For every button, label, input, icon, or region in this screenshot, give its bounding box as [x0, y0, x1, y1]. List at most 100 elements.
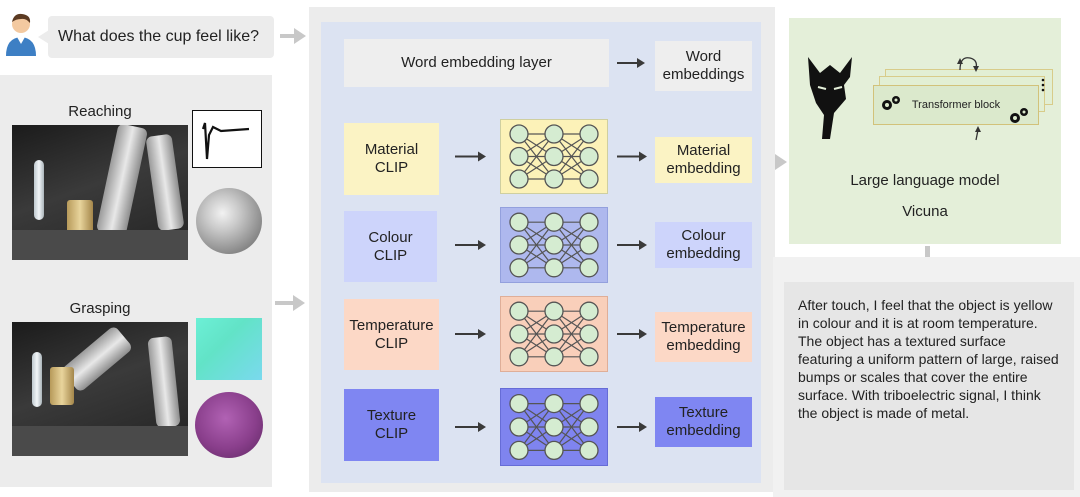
temperature-net-node — [509, 324, 529, 344]
arrow-texture-net-to-embedding-head — [639, 422, 647, 432]
transformer-block-label: Transformer block — [911, 99, 1001, 111]
texture-clip-line-2: CLIP — [374, 425, 409, 442]
material-clip-line-2: CLIP — [374, 159, 409, 176]
arrow-texture-clip-to-net-head — [478, 422, 486, 432]
arrow-temperature-clip-to-net-head — [478, 329, 486, 339]
stack-dots — [1041, 78, 1045, 92]
texture-net-node — [544, 440, 564, 461]
word-embeddings-line-1: Word — [685, 48, 722, 65]
material-clip-label: Material CLIP — [365, 141, 418, 177]
arrow-material-clip-to-net-head — [478, 151, 486, 162]
signal-trace — [201, 122, 250, 160]
colour-net-node — [579, 235, 599, 255]
texture-net-node — [544, 393, 564, 414]
colour-net-node — [544, 235, 564, 255]
texture-net-node — [544, 417, 564, 437]
material-embedding-label: Material embedding — [666, 142, 740, 178]
material-net-node — [509, 124, 529, 144]
temperature-net-node — [579, 301, 599, 321]
transformer-decorations — [882, 57, 1045, 141]
texture-embedding-box: Texture embedding — [655, 397, 752, 447]
temperature-clip-box: Temperature CLIP — [344, 299, 439, 370]
colour-net-node — [579, 258, 599, 278]
arrow-colour-clip-to-net-head — [478, 240, 486, 250]
material-net-node — [544, 146, 564, 167]
temperature-net-node — [544, 301, 564, 321]
question-bubble: What does the cup feel like? — [48, 16, 274, 58]
temperature-embedding-line-1: Temperature — [661, 319, 746, 336]
gear-icon-left — [882, 96, 900, 110]
colour-embedding-line-1: Colour — [681, 227, 726, 244]
colour-clip-box: Colour CLIP — [344, 211, 437, 282]
texture-net-node — [509, 440, 529, 461]
texture-net-node — [509, 417, 529, 437]
arrow-word-embedding-head — [637, 58, 645, 68]
llm-model-name: Vicuna — [902, 203, 948, 220]
reaching-label: Reaching — [68, 103, 132, 120]
llm-panel — [789, 18, 1061, 244]
texture-clip-box: Texture CLIP — [344, 389, 439, 461]
temperature-net-node — [579, 347, 599, 367]
colour-net-node — [509, 235, 529, 255]
colour-net-node — [509, 258, 529, 278]
word-embedding-layer: Word embedding layer — [344, 39, 609, 87]
colour-clip-label: Colour CLIP — [368, 229, 412, 265]
texture-net-node — [579, 417, 599, 437]
texture-net-node — [579, 393, 599, 414]
material-net-node — [509, 146, 529, 167]
temperature-embedding-box: Temperature embedding — [655, 312, 752, 362]
material-embedding-line-1: Material — [676, 142, 731, 159]
material-clip-line-1: Material — [364, 141, 419, 158]
material-net-node — [579, 146, 599, 167]
texture-map-image — [196, 318, 262, 380]
word-embeddings-box: Word embeddings — [655, 41, 752, 91]
material-net-node — [544, 124, 564, 144]
question-text: What does the cup feel like? — [58, 28, 260, 45]
material-net-node — [544, 169, 564, 189]
colour-embedding-box: Colour embedding — [655, 222, 752, 268]
texture-clip-line-1: Texture — [366, 407, 417, 424]
material-embedding-box: Material embedding — [655, 137, 752, 183]
temperature-net-node — [509, 347, 529, 367]
temperature-net-node — [509, 301, 529, 321]
temperature-clip-label: Temperature CLIP — [349, 317, 433, 353]
material-net-node — [579, 169, 599, 189]
temperature-net-node — [544, 347, 564, 367]
arrow-temperature-net-to-embedding-head — [639, 329, 647, 339]
colour-net-node — [579, 212, 599, 232]
texture-embedding-line-2: embedding — [666, 422, 741, 439]
grasping-label: Grasping — [69, 300, 131, 317]
metal-sphere-image — [196, 188, 262, 254]
material-embedding-line-2: embedding — [666, 160, 741, 177]
temperature-embedding-line-2: embedding — [666, 337, 741, 354]
llm-title: Large language model — [850, 172, 1000, 189]
response-text: After touch, I feel that the object is y… — [798, 297, 1059, 421]
gear-icon-right — [1010, 108, 1028, 123]
user-icon — [6, 13, 36, 56]
colour-clip-line-1: Colour — [368, 228, 413, 246]
temperature-clip-line-2: CLIP — [374, 334, 409, 352]
arrow-material-net-to-embedding-head — [639, 151, 647, 162]
vicuna-logo-icon — [800, 55, 860, 143]
temperature-net-node — [579, 324, 599, 344]
user-avatar — [4, 12, 38, 56]
grasping-photo — [12, 322, 188, 456]
texture-clip-label: Texture CLIP — [367, 407, 416, 443]
texture-net-node — [579, 440, 599, 461]
temperature-net-node — [544, 324, 564, 344]
response-box: After touch, I feel that the object is y… — [784, 282, 1074, 490]
word-embeddings-label: Word embeddings — [663, 48, 745, 84]
speech-bubble-tail — [38, 30, 49, 44]
colour-net-node — [509, 212, 529, 232]
texture-embedding-label: Texture embedding — [666, 404, 740, 440]
texture-embedding-line-1: Texture — [678, 404, 729, 421]
texture-net-node — [509, 393, 529, 414]
colour-clip-line-2: CLIP — [373, 246, 408, 264]
reaching-photo — [12, 125, 188, 260]
temperature-embedding-label: Temperature embedding — [661, 319, 745, 355]
colour-embedding-label: Colour embedding — [666, 227, 740, 263]
texture-net-edge — [518, 403, 555, 451]
material-clip-box: Material CLIP — [344, 123, 439, 195]
colour-embedding-line-2: embedding — [666, 245, 741, 262]
